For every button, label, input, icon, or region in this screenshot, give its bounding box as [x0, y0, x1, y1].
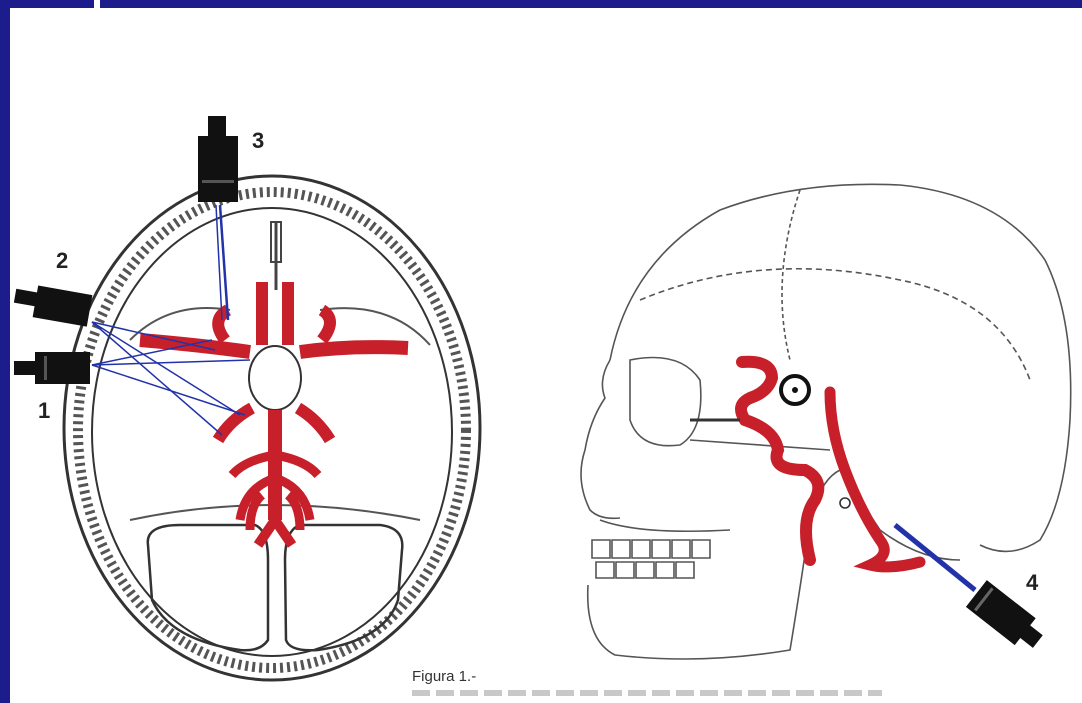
vertebral-artery-lateral	[830, 392, 920, 567]
mastoid-outline	[840, 470, 960, 560]
cerebellar-fossa-left	[148, 525, 268, 650]
lower-teeth	[596, 562, 694, 578]
figure-caption: Figura 1.-	[412, 668, 476, 685]
probe-label-1: 1	[38, 398, 50, 423]
mandible-outline	[588, 470, 840, 659]
anterior-cerebral-artery	[262, 282, 288, 345]
axial-skull-diagram: 1 2 3	[14, 116, 480, 680]
forehead-brow	[585, 360, 610, 450]
probe-2	[14, 286, 92, 327]
nasal-outline	[581, 450, 620, 518]
pituitary-region	[249, 346, 301, 410]
probe-3	[198, 116, 238, 202]
ultrasound-beam-lateral	[895, 525, 975, 590]
vertebral-arteries	[258, 520, 292, 545]
cranial-vault-outline	[610, 184, 1071, 551]
coronal-suture	[782, 190, 800, 360]
maxilla-outline	[600, 520, 730, 531]
probe-label-2: 2	[56, 248, 68, 273]
cerebellar-fossa-right	[285, 525, 402, 650]
zygomatic-arch	[690, 440, 830, 450]
circle-of-willis	[140, 282, 408, 545]
probe-label-3: 3	[252, 128, 264, 153]
ear-canal-marker	[840, 498, 850, 508]
temporal-line	[640, 269, 1030, 380]
caption-faded-text	[412, 690, 882, 696]
orbit-outline	[630, 358, 701, 446]
probe-label-4: 4	[1026, 570, 1039, 595]
probe-1	[14, 352, 90, 384]
carotid-siphon-right	[322, 310, 330, 340]
middle-cerebral-artery-right	[300, 347, 408, 352]
anterior-fossa-right	[320, 308, 430, 345]
lateral-skull-diagram	[581, 184, 1071, 659]
upper-teeth	[592, 540, 710, 558]
